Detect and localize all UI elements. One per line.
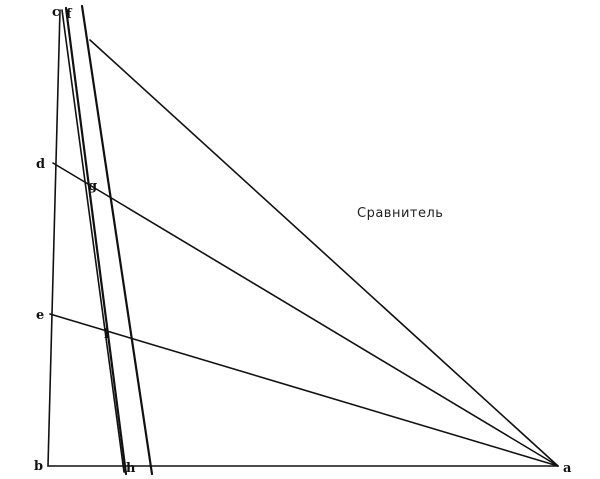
label-point-a: a [563, 461, 572, 476]
ruler-left-edge [64, 6, 128, 476]
sight-line-a-to-e [49, 313, 559, 467]
label-point-b: b [34, 459, 43, 474]
sight-line-a-to-f [89, 39, 559, 467]
label-point-e: e [36, 308, 44, 323]
label-point-i: i [104, 327, 109, 342]
caption-label: Сравнитель [357, 206, 444, 221]
label-point-g: g [88, 179, 97, 194]
line-c-to-h [61, 9, 125, 473]
sight-line-a-to-d [52, 162, 559, 467]
label-point-d: d [36, 157, 45, 172]
ruler-right-edge [80, 4, 154, 476]
label-point-f: f [66, 7, 73, 22]
label-point-c: c [52, 5, 60, 20]
label-point-h: h [126, 461, 136, 476]
vertical-line-cb [47, 9, 61, 467]
